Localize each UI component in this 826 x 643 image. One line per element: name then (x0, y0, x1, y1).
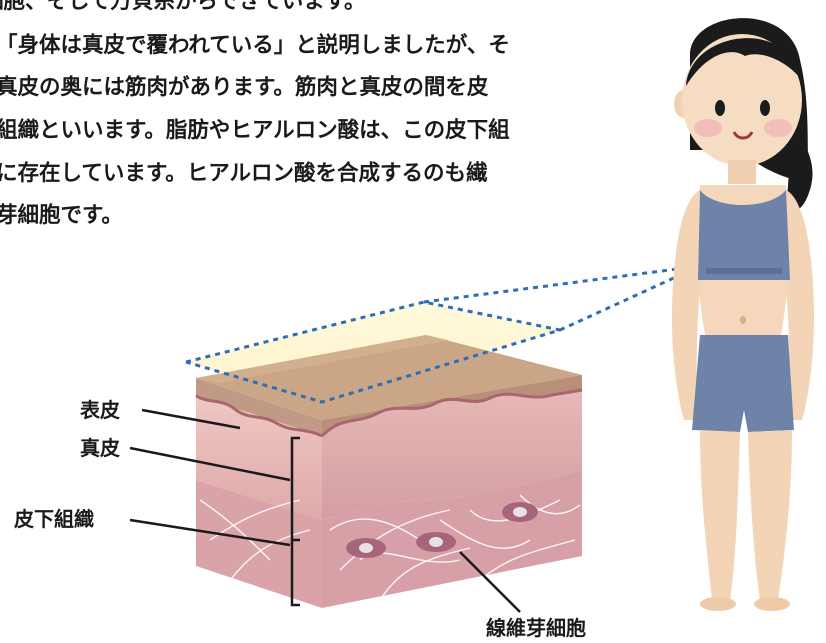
label-dermis: 真皮 (80, 436, 120, 460)
paragraph-line: 芽細胞です。 (0, 203, 123, 228)
block-top-highlight (196, 335, 450, 383)
label-epidermis: 表皮 (80, 398, 120, 422)
label-fibroblast: 線維芽細胞 (486, 616, 586, 640)
fibroblast-cells (346, 502, 538, 558)
paragraph-line: 細胞、そして万貝糸からできています。 (0, 0, 366, 14)
label-subcutaneous: 皮下組織 (14, 507, 94, 531)
block-top-surface (196, 335, 582, 420)
collagen-fibers (199, 494, 581, 601)
epidermis-front (196, 378, 322, 436)
paragraph-line: 真皮の奥には筋肉があります。筋肉と真皮の間を皮 (0, 75, 489, 100)
dermis-side (322, 390, 582, 520)
person-illustration (672, 18, 814, 611)
dotted-connector (185, 264, 701, 404)
epidermis-side (322, 375, 582, 436)
paragraph-line: 組織といいます。脂肪やヒアルロン酸は、この皮下組 (0, 118, 510, 143)
subcutaneous-front (196, 480, 322, 608)
leader-lines (129, 408, 521, 613)
paragraph-line: に存在しています。ヒアルロン酸を合成するのも繊 (0, 161, 488, 186)
paragraph-line: 「身体は真皮で覆われている」と説明しましたが、そ (0, 33, 510, 58)
